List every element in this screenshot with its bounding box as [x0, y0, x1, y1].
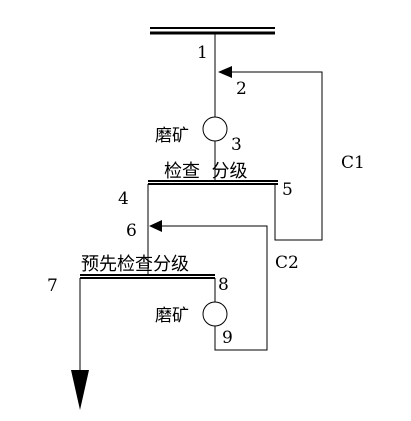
stream-label-4: 4	[118, 189, 129, 209]
grinding-mill-1	[202, 116, 228, 142]
stream-label-1: 1	[197, 43, 208, 63]
c1-return-line	[232, 71, 323, 241]
stream-label-3: 3	[231, 135, 242, 155]
stream-label-8: 8	[218, 275, 229, 295]
c1-arrowhead	[218, 66, 232, 78]
stream-label-9: 9	[222, 328, 233, 348]
product-arrowhead	[71, 370, 89, 410]
check-classifier-bar	[148, 180, 278, 185]
grinding-mill-2	[202, 301, 228, 327]
loop-label-c1: C1	[341, 153, 365, 173]
stream-label-2: 2	[236, 79, 247, 99]
feed-bar	[150, 27, 275, 35]
pre-check-classifier-bar	[80, 274, 215, 279]
stream-label-5: 5	[282, 180, 293, 200]
grinding-label-2: 磨矿	[155, 306, 189, 326]
check-classification-label: 检查 分级	[164, 161, 247, 182]
c2-return-line	[162, 225, 268, 351]
grinding-label-1: 磨矿	[155, 126, 189, 146]
loop-label-c2: C2	[275, 253, 299, 273]
pre-check-classification-label: 预先检查分级	[81, 254, 189, 275]
c2-arrowhead	[149, 220, 162, 232]
stream-label-6: 6	[126, 221, 137, 241]
stream-label-7: 7	[47, 276, 58, 296]
